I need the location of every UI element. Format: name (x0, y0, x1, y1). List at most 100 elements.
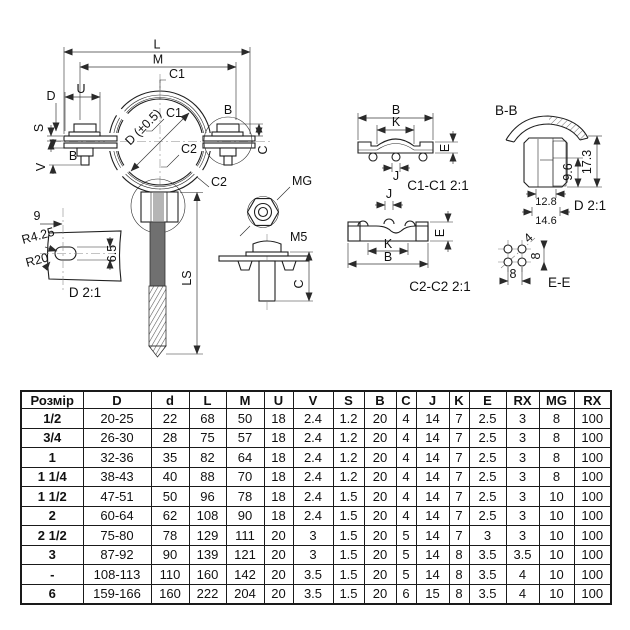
dim-label-C-right: C (256, 145, 270, 154)
table-cell: 20 (363, 466, 397, 487)
table-cell: 90 (225, 505, 265, 526)
section-label-B-right: B (224, 103, 232, 117)
table-cell: 75-80 (82, 525, 152, 546)
table-cell: 10 (538, 525, 575, 546)
section-c1c1-view: B K E J C1-C1 2:1 (357, 103, 469, 193)
table-cell: 3.5 (468, 583, 507, 605)
dim-label-9: 9 (34, 209, 41, 223)
table-cell: 1.2 (332, 427, 365, 448)
detail-ee-view: 4 8 8 E-E (498, 230, 571, 290)
table-cell: 3 (20, 544, 84, 565)
table-cell: 20 (263, 583, 294, 605)
dim-label-B: B (384, 250, 392, 264)
table-cell: 87-92 (82, 544, 152, 565)
table-cell: 100 (573, 564, 612, 585)
table-cell: 90 (150, 544, 190, 565)
label-M5: M5 (290, 230, 307, 244)
table-cell: 139 (188, 544, 227, 565)
table-cell: 1 1/2 (20, 486, 84, 507)
table-cell: 3 (505, 505, 540, 526)
dim-label-65: 6.5 (105, 245, 119, 262)
table-cell: 2.4 (292, 466, 334, 487)
table-cell: 100 (573, 466, 612, 487)
table-cell: 1/2 (20, 408, 84, 429)
table-cell: 4 (505, 583, 540, 605)
table-cell: 2.5 (468, 505, 507, 526)
table-cell: 2.5 (468, 466, 507, 487)
table-cell: 100 (573, 486, 612, 507)
table-cell: 142 (225, 564, 265, 585)
table-cell: 3 (505, 466, 540, 487)
column-header: M (225, 390, 265, 409)
table-cell: 8 (538, 447, 575, 468)
table-cell: 4 (395, 505, 417, 526)
technical-drawing: L M C1 C1 U D S V D (±0.5) C2 C2 B B (20, 38, 606, 358)
table-cell: 100 (573, 447, 612, 468)
table-cell: 82 (188, 447, 227, 468)
table-cell: 3.5 (505, 544, 540, 565)
dim-label-R20: R20 (24, 250, 50, 269)
table-cell: 2.5 (468, 427, 507, 448)
table-cell: 7 (448, 525, 470, 546)
dim-label-K: K (384, 237, 393, 251)
table-cell: 78 (150, 525, 190, 546)
table-cell: 38-43 (82, 466, 152, 487)
table-cell: 50 (225, 408, 265, 429)
table-cell: 20 (363, 427, 397, 448)
dim-label-128: 12.8 (535, 196, 556, 208)
table-cell: 1.5 (332, 486, 365, 507)
table-cell: 28 (150, 427, 190, 448)
column-header: RX (573, 390, 612, 409)
table-cell: 160 (150, 583, 190, 605)
table-cell: 14 (415, 505, 450, 526)
table-cell: 62 (150, 505, 190, 526)
column-header: B (363, 390, 397, 409)
section-label-B-left: B (69, 149, 77, 163)
table-cell: 6 (395, 583, 417, 605)
dim-label-V: V (34, 162, 48, 171)
table-cell: 57 (225, 427, 265, 448)
table-cell: 8 (538, 466, 575, 487)
table-cell: 204 (225, 583, 265, 605)
table-cell: 35 (150, 447, 190, 468)
table-cell: 88 (188, 466, 227, 487)
hanger-bolt (130, 178, 186, 358)
table-cell: 3 (505, 408, 540, 429)
table-cell: 14 (415, 427, 450, 448)
table-cell: 10 (538, 583, 575, 605)
table-cell: 3 (292, 544, 334, 565)
column-header: S (332, 390, 365, 409)
column-header: L (188, 390, 227, 409)
table-cell: 5 (395, 525, 417, 546)
table-cell: 20 (363, 505, 397, 526)
table-cell: 18 (263, 427, 294, 448)
table-cell: 20 (363, 447, 397, 468)
table-cell: 2.4 (292, 427, 334, 448)
table-cell: 18 (263, 486, 294, 507)
table-cell: 68 (188, 408, 227, 429)
dim-label-8h: 8 (510, 267, 517, 281)
table-cell: 20 (263, 525, 294, 546)
dim-label-M: M (153, 53, 163, 67)
table-cell: 4 (395, 427, 417, 448)
table-cell: 22 (150, 408, 190, 429)
table-cell: 3 (292, 525, 334, 546)
table-cell: 4 (395, 486, 417, 507)
table-cell: 5 (395, 544, 417, 565)
table-cell: 3 (505, 525, 540, 546)
table-cell: 20 (363, 564, 397, 585)
right-flange-bolt (203, 116, 253, 166)
table-cell: 64 (225, 447, 265, 468)
table-cell: 7 (448, 447, 470, 468)
table-cell: 108-113 (82, 564, 152, 585)
table-cell: 100 (573, 544, 612, 565)
table-cell: 100 (573, 505, 612, 526)
dim-label-96: 9.6 (561, 163, 575, 180)
dim-label-J: J (386, 187, 392, 201)
table-cell: 108 (188, 505, 227, 526)
table-cell: 1.2 (332, 408, 365, 429)
